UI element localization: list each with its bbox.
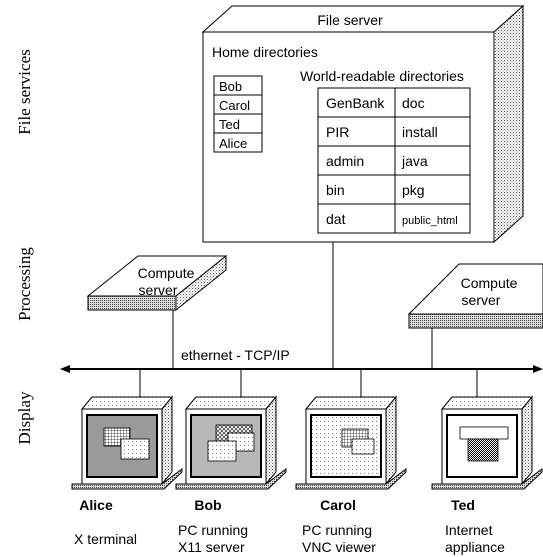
client-terminal-alice	[71, 395, 183, 490]
compute-server-front	[87, 295, 177, 311]
client-description: X11 server	[178, 539, 245, 555]
layer-label-display: Display	[15, 391, 34, 444]
client-appliance-ted	[431, 395, 543, 490]
compute-server-label: Compute	[461, 275, 518, 291]
compute-server-side	[175, 254, 227, 312]
table-cell: admin	[326, 153, 364, 169]
client-description: VNC viewer	[302, 539, 376, 555]
monitor-screen	[446, 414, 518, 478]
home-directories-list: Bob Carol Ted Alice	[213, 75, 263, 153]
compute-server-left: Compute server	[86, 254, 228, 312]
file-server: File server Home directories Bob Carol T…	[201, 4, 525, 244]
table-cell: public_html	[402, 215, 458, 227]
network-label: ethernet - TCP/IP	[181, 347, 290, 363]
compute-server-label: Compute	[138, 265, 195, 281]
client-description: PC running	[178, 522, 248, 538]
client-description: PC running	[302, 522, 372, 538]
table-cell: dat	[326, 211, 346, 227]
client-user-name: Alice	[79, 497, 113, 513]
compute-server-label: server	[462, 292, 501, 308]
ethernet-backbone	[60, 365, 543, 373]
table-cell: java	[401, 153, 428, 169]
table-cell: install	[402, 124, 438, 140]
table-cell: pkg	[402, 182, 425, 198]
table-cell: bin	[326, 182, 345, 198]
table-cell: doc	[402, 95, 425, 111]
home-dir-item: Carol	[219, 98, 250, 113]
keyboard	[175, 468, 287, 490]
world-readable-label: World-readable directories	[300, 68, 464, 84]
home-dir-item: Alice	[219, 136, 247, 151]
client-pc-carol	[295, 395, 407, 490]
file-server-title: File server	[317, 12, 383, 28]
table-cell: GenBank	[326, 95, 385, 111]
client-description: X terminal	[74, 531, 137, 547]
keyboard	[295, 468, 407, 490]
home-directories-label: Home directories	[212, 44, 318, 60]
home-dir-item: Bob	[219, 79, 242, 94]
client-description: appliance	[445, 539, 505, 555]
compute-server-front	[408, 313, 543, 329]
layer-label-file-services: File services	[15, 49, 34, 134]
client-description: Internet	[445, 522, 493, 538]
keyboard	[71, 468, 183, 490]
world-readable-table: GenBank doc PIR install admin java bin p…	[317, 87, 471, 234]
compute-server-right: Compute server	[407, 263, 543, 329]
client-user-name: Bob	[194, 497, 221, 513]
keyboard	[431, 468, 543, 490]
home-dir-item: Ted	[219, 117, 240, 132]
compute-server-label: server	[139, 282, 178, 298]
file-server-side	[493, 4, 524, 244]
client-pc-bob	[175, 395, 287, 490]
layer-label-processing: Processing	[15, 247, 34, 321]
client-user-name: Carol	[320, 497, 356, 513]
table-cell: PIR	[326, 124, 349, 140]
client-user-name: Ted	[451, 497, 475, 513]
